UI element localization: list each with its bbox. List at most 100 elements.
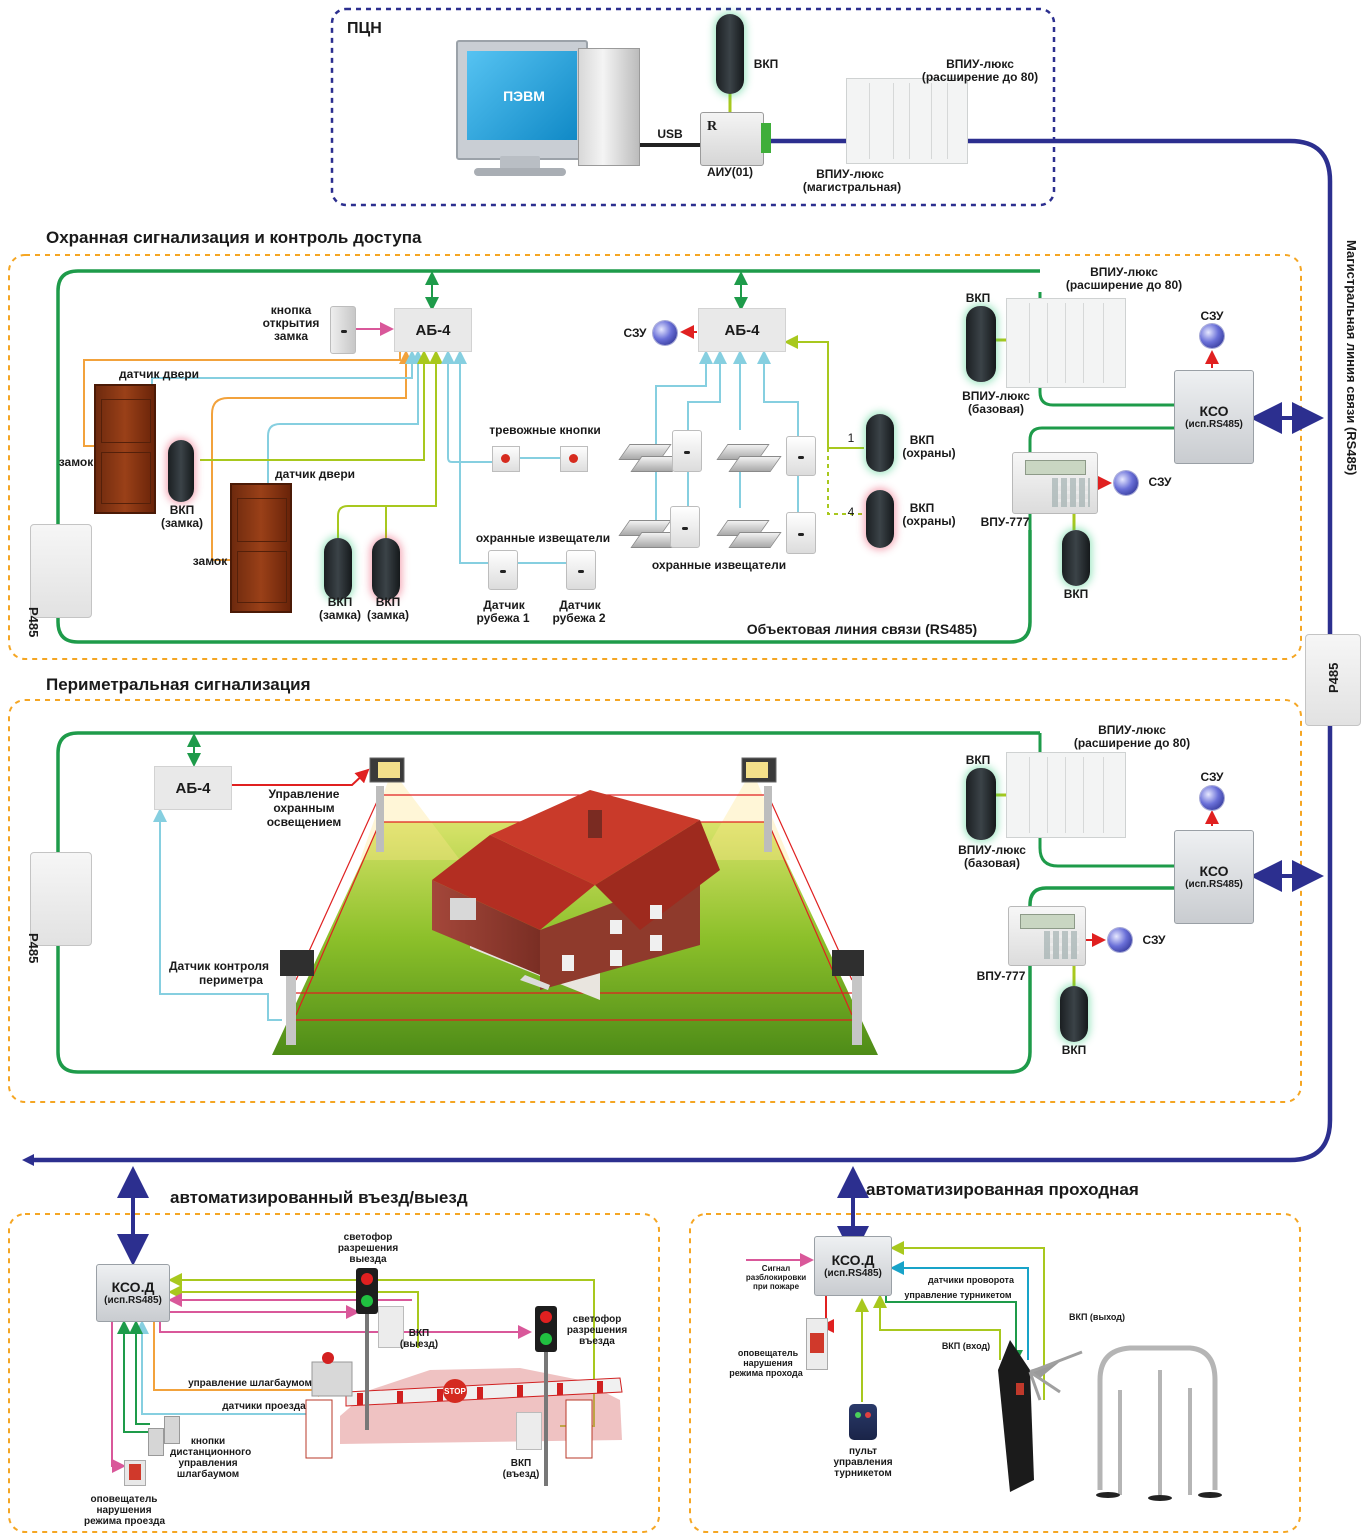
alarm-buttons-label: тревожные кнопки: [489, 423, 601, 437]
perimeter-sensor-1: Датчик контроля: [168, 959, 270, 973]
guard-detectors-label-1: охранные извещатели: [475, 531, 611, 545]
perimeter-sensor-2: периметра: [199, 973, 263, 987]
light-entry-3: въезда: [579, 1336, 615, 1347]
turnstile-icon: [998, 1340, 1222, 1501]
reader-icon: [372, 538, 400, 600]
reader-icon: [1062, 530, 1090, 586]
remote-icon: [849, 1404, 877, 1440]
light-entry-1: светофор: [572, 1314, 622, 1325]
pcn-vpiu-main-1: ВПИУ-люкс: [816, 167, 884, 181]
reader-icon: [716, 14, 744, 94]
reader-icon: [966, 768, 996, 840]
vkp-exit-1: ВКП: [408, 1328, 430, 1339]
light-exit-3: выезда: [349, 1254, 387, 1265]
rubezh1-a: Датчик: [483, 598, 525, 612]
s2-vpiu-base-2: (базовая): [963, 856, 1021, 870]
vkp-guard-n1: 1: [847, 431, 855, 445]
s1-vpiu-base-1: ВПИУ-люкс: [962, 389, 1030, 403]
remote-buttons-2: дистанционного: [170, 1447, 252, 1458]
s2-vkp-right: ВКП: [965, 753, 991, 767]
remote-buttons-3: управления: [178, 1458, 238, 1469]
door-sensor-label-1: датчик двери: [118, 367, 200, 381]
sphere-siren-icon: [1200, 324, 1224, 348]
door-sensor-label-2: датчик двери: [274, 467, 356, 481]
rotation-sensors-label: датчики проворота: [928, 1275, 1014, 1285]
s1-vpiu-base-2: (базовая): [967, 402, 1025, 416]
lock-label-1: замок: [58, 455, 94, 469]
rubezh2-b: рубежа 2: [552, 611, 606, 625]
main-line-label: Магистральная линия связи (RS485): [1344, 240, 1359, 476]
barrier-icon: [311, 1361, 353, 1397]
p485-trunk: Р485: [1305, 634, 1361, 726]
remote-button-icon: [164, 1416, 180, 1444]
pc-label: ПЭВМ: [503, 88, 545, 104]
reader-icon: [168, 440, 194, 502]
kso-section2: КСО (исп.RS485): [1174, 830, 1254, 924]
remote-label-2: управления: [833, 1457, 893, 1468]
s1-vpu: ВПУ-777: [980, 515, 1030, 529]
p485-section2: Р485: [26, 852, 92, 963]
vkp-entry-2: (въезд): [502, 1469, 540, 1480]
remote-label-1: пульт: [849, 1446, 877, 1457]
p485-section1: Р485: [26, 524, 92, 637]
s2-szu-keypad: СЗУ: [1142, 933, 1166, 947]
reader-icon: [966, 306, 996, 382]
section2-title: Периметральная сигнализация: [46, 675, 311, 694]
open-lock-button: [330, 306, 356, 354]
alarm-button-icon: [492, 446, 520, 472]
fire-signal-3: при пожаре: [752, 1282, 800, 1291]
pcn-title: ПЦН: [347, 20, 382, 37]
s1-szu-keypad: СЗУ: [1148, 475, 1172, 489]
remote-buttons-4: шлагбаумом: [176, 1469, 240, 1480]
s2-vpu: ВПУ-777: [976, 969, 1026, 983]
pc-tower-icon: [578, 48, 640, 166]
light-entry-2: разрешения: [566, 1325, 628, 1336]
reader-icon: [1060, 986, 1088, 1042]
vkp-guard-1b: (охраны): [902, 446, 956, 460]
s1-szu-top: СЗУ: [1200, 309, 1224, 323]
vkp-guard-1a: ВКП: [909, 433, 935, 447]
btn-open-3: замка: [273, 329, 309, 343]
vkp-guard-n4: 4: [847, 505, 855, 519]
vkp-entry-label: ВКП (вход): [941, 1341, 991, 1351]
motion-sensor-icon: [488, 550, 518, 590]
entry-alarm-3: режима проезда: [84, 1516, 166, 1527]
kso-section1: КСО (исп.RS485): [1174, 370, 1254, 464]
guard-detectors-label-2: охранные извещатели: [651, 558, 787, 572]
light-ctrl-2: охранным: [273, 801, 335, 815]
light-ctrl-1: Управление: [268, 787, 340, 801]
reader-icon: [866, 414, 894, 472]
pcn-vpiu-main-2: (магистральная): [802, 180, 902, 194]
s2-vpiu-base-1: ВПИУ-люкс: [958, 843, 1026, 857]
remote-buttons-1: кнопки: [190, 1436, 226, 1447]
vkp-entry-1: ВКП: [510, 1458, 532, 1469]
alarm-button-icon: [560, 446, 588, 472]
remote-button-icon: [148, 1428, 164, 1456]
barrier-ctrl-label: управление шлагбаумом: [188, 1378, 312, 1389]
traffic-light-icon: [535, 1306, 557, 1352]
sphere-siren-icon: [653, 321, 677, 345]
reader-icon: [866, 490, 894, 548]
section4-title: автоматизированная проходная: [866, 1180, 1139, 1199]
vkp-lock-1a: ВКП: [169, 503, 195, 517]
light-exit-2: разрешения: [337, 1243, 399, 1254]
ab4-perimeter: АБ-4: [154, 766, 232, 810]
vkp-exit-2: (выезд): [399, 1339, 439, 1350]
vkp-lock-3a: ВКП: [375, 595, 401, 609]
siren-icon: [806, 1318, 828, 1370]
fire-signal-1: Сигнал: [761, 1264, 791, 1273]
section4-frame: [689, 1213, 1301, 1533]
lock-label-2: замок: [192, 554, 228, 568]
s1-vpiu-ext-1: ВПИУ-люкс: [1090, 265, 1158, 279]
traffic-light-icon: [356, 1268, 378, 1314]
checkpoint-alarm-2: нарушения: [743, 1358, 793, 1368]
sphere-siren-icon: [1108, 928, 1132, 952]
s2-vpiu-ext-2: (расширение до 80): [1073, 736, 1191, 750]
door-icon: [230, 483, 292, 613]
fire-signal-2: разблокировки: [745, 1273, 807, 1282]
vkp-lock-2a: ВКП: [327, 595, 353, 609]
btn-open-2: открытия: [262, 316, 320, 330]
s1-vkp-bottom: ВКП: [1063, 587, 1089, 601]
vkp-guard-4b: (охраны): [902, 514, 956, 528]
